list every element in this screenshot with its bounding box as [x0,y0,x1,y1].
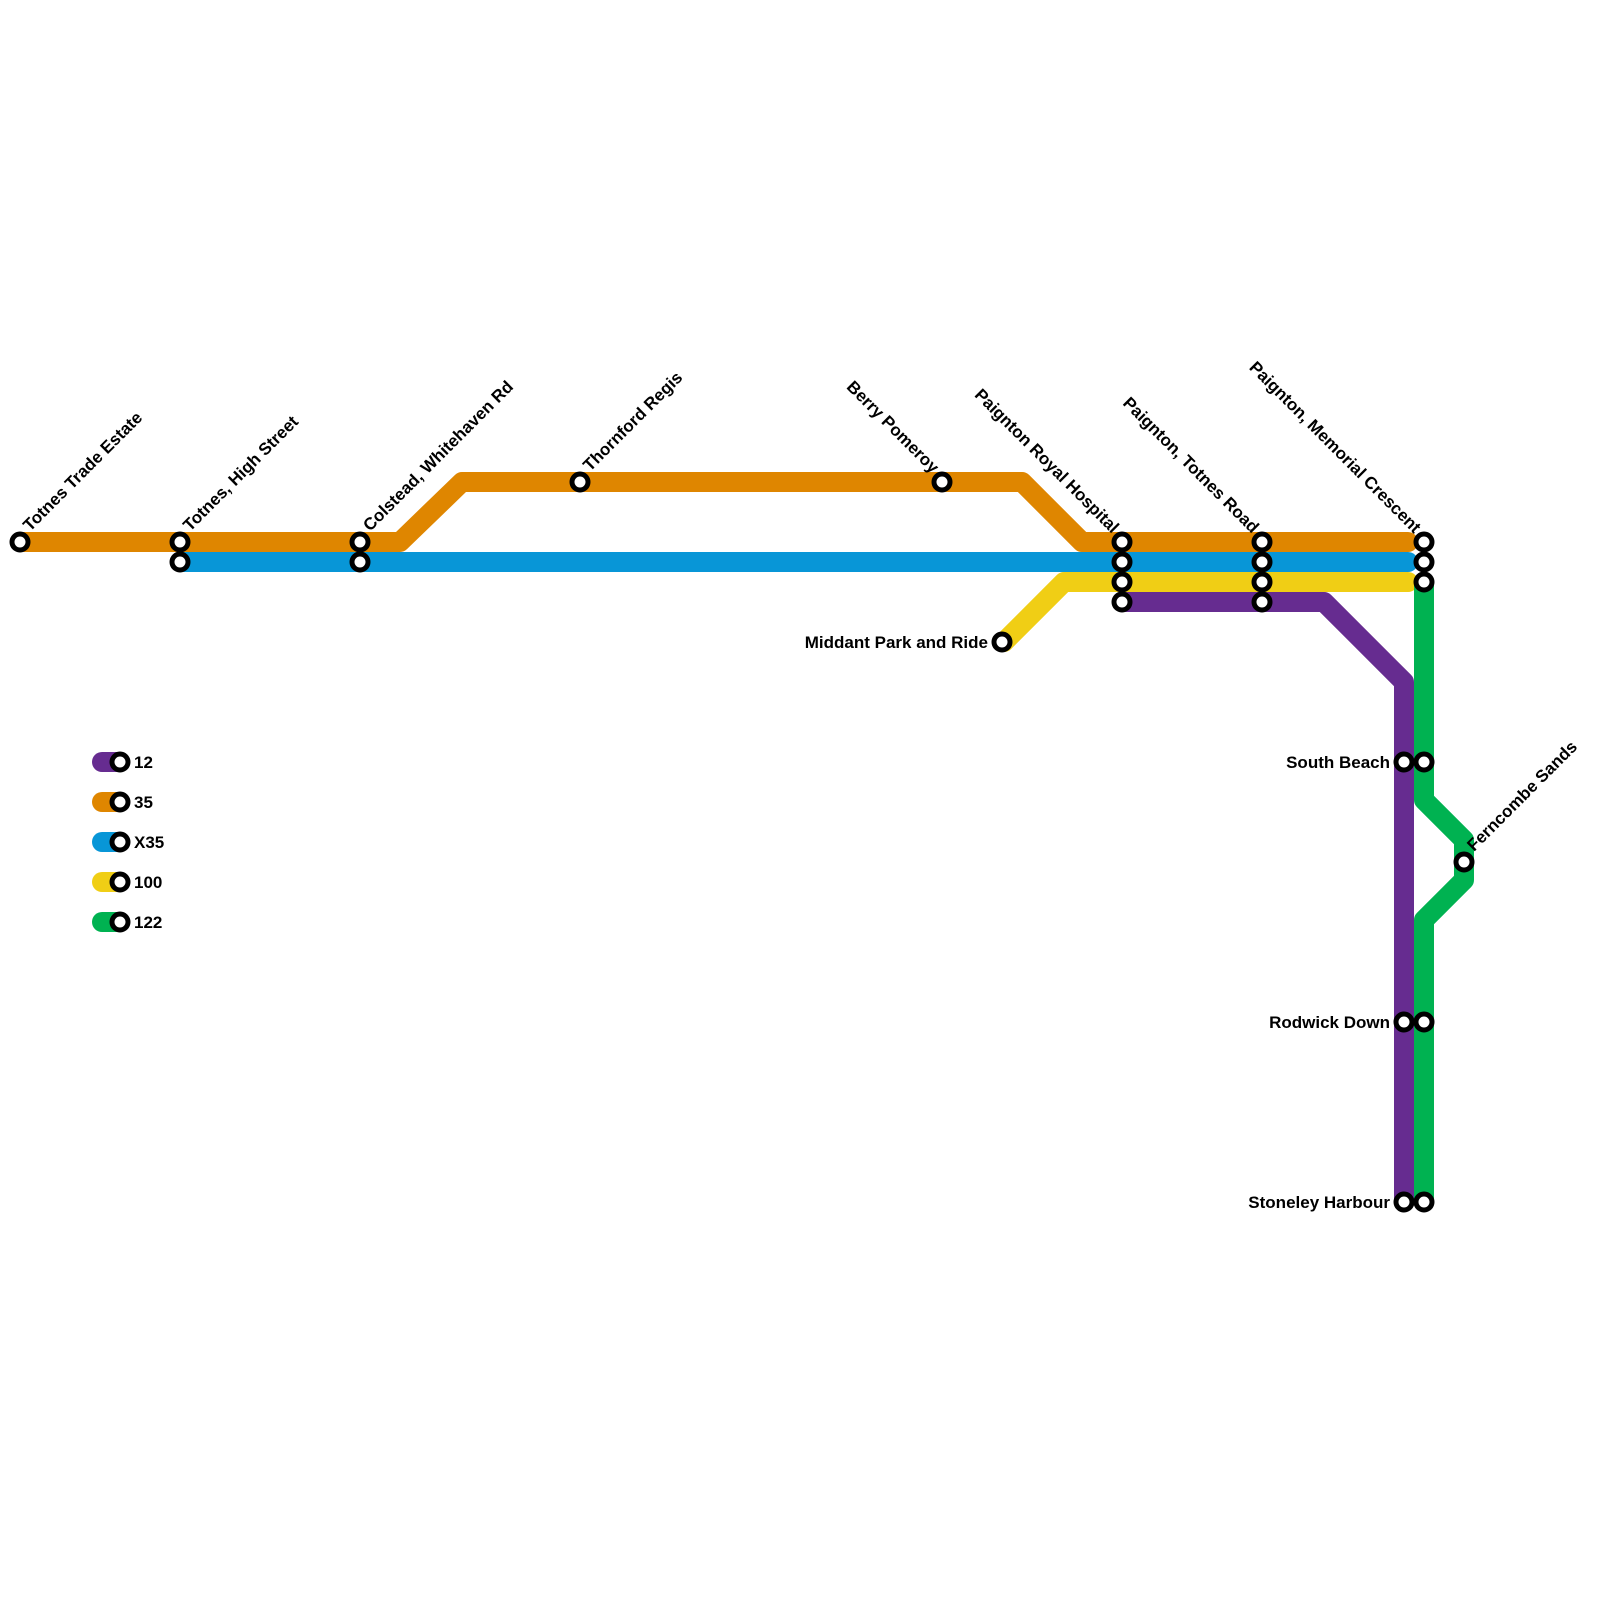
route-12-line [1114,592,1414,1212]
legend-stop-icon [109,871,131,893]
stop-paignton-memorial-crescent-x35[interactable] [1413,551,1435,573]
legend-item-122: 122 [92,911,162,933]
legend-stop-icon [109,911,131,933]
stop-paignton-totnes-road-12[interactable] [1251,591,1273,613]
legend-stop-icon [109,751,131,773]
legend-label: 122 [134,913,162,932]
stop-rodwick-down-12[interactable] [1393,1011,1415,1033]
legend-item-35: 35 [92,791,153,813]
label-stoneley-harbour: Stoneley Harbour [1248,1193,1390,1212]
legend-stop-icon [109,831,131,853]
stop-paignton-memorial-crescent-35[interactable] [1413,531,1435,553]
stop-thornford-regis[interactable] [569,471,591,493]
stop-colstead-x35[interactable] [349,551,371,573]
label-berry-pomeroy: Berry Pomeroy [843,377,943,477]
label-thornford-regis: Thornford Regis [579,368,686,475]
stop-ferncombe-sands[interactable] [1453,851,1475,873]
label-totnes-trade-estate: Totnes Trade Estate [19,408,146,535]
legend-label: 100 [134,873,162,892]
legend-label: 12 [134,753,153,772]
stop-paignton-royal-hospital-100[interactable] [1111,571,1133,593]
stop-rodwick-down-122[interactable] [1413,1011,1435,1033]
label-middant-park-and-ride: Middant Park and Ride [805,633,988,652]
route-100-line [994,572,1418,652]
stop-paignton-royal-hospital-35[interactable] [1111,531,1133,553]
stop-south-beach-122[interactable] [1413,751,1435,773]
stop-berry-pomeroy[interactable] [931,471,953,493]
stop-paignton-totnes-road-x35[interactable] [1251,551,1273,573]
legend-item-x35: X35 [92,831,164,853]
route-122-line [1414,582,1474,1202]
stop-stoneley-harbour-12[interactable] [1393,1191,1415,1213]
label-ferncombe-sands: Ferncombe Sands [1463,737,1581,855]
stop-totnes-trade-estate[interactable] [9,531,31,553]
stop-paignton-royal-hospital-x35[interactable] [1111,551,1133,573]
stop-paignton-totnes-road-100[interactable] [1251,571,1273,593]
stops [9,471,1475,1213]
legend-stop-icon [109,791,131,813]
legend-item-12: 12 [92,751,153,773]
legend-label: 35 [134,793,153,812]
legend-item-100: 100 [92,871,162,893]
stop-totnes-high-street-35[interactable] [169,531,191,553]
legend-label: X35 [134,833,164,852]
stop-paignton-memorial-crescent-100[interactable] [1413,571,1435,593]
stop-totnes-high-street-x35[interactable] [169,551,191,573]
stop-paignton-totnes-road-35[interactable] [1251,531,1273,553]
route-lines [10,472,1474,1212]
label-rodwick-down: Rodwick Down [1269,1013,1390,1032]
label-paignton-totnes-road: Paignton, Totnes Road [1119,393,1262,536]
route-35-line [10,472,1418,552]
label-paignton-memorial-crescent: Paignton, Memorial Crescent [1246,358,1425,537]
stop-middant-park-and-ride[interactable] [991,631,1013,653]
stop-colstead-35[interactable] [349,531,371,553]
stop-stoneley-harbour-122[interactable] [1413,1191,1435,1213]
stop-paignton-royal-hospital-12[interactable] [1111,591,1133,613]
label-south-beach: South Beach [1286,753,1390,772]
label-totnes-high-street: Totnes, High Street [179,412,302,535]
stop-south-beach-12[interactable] [1393,751,1415,773]
